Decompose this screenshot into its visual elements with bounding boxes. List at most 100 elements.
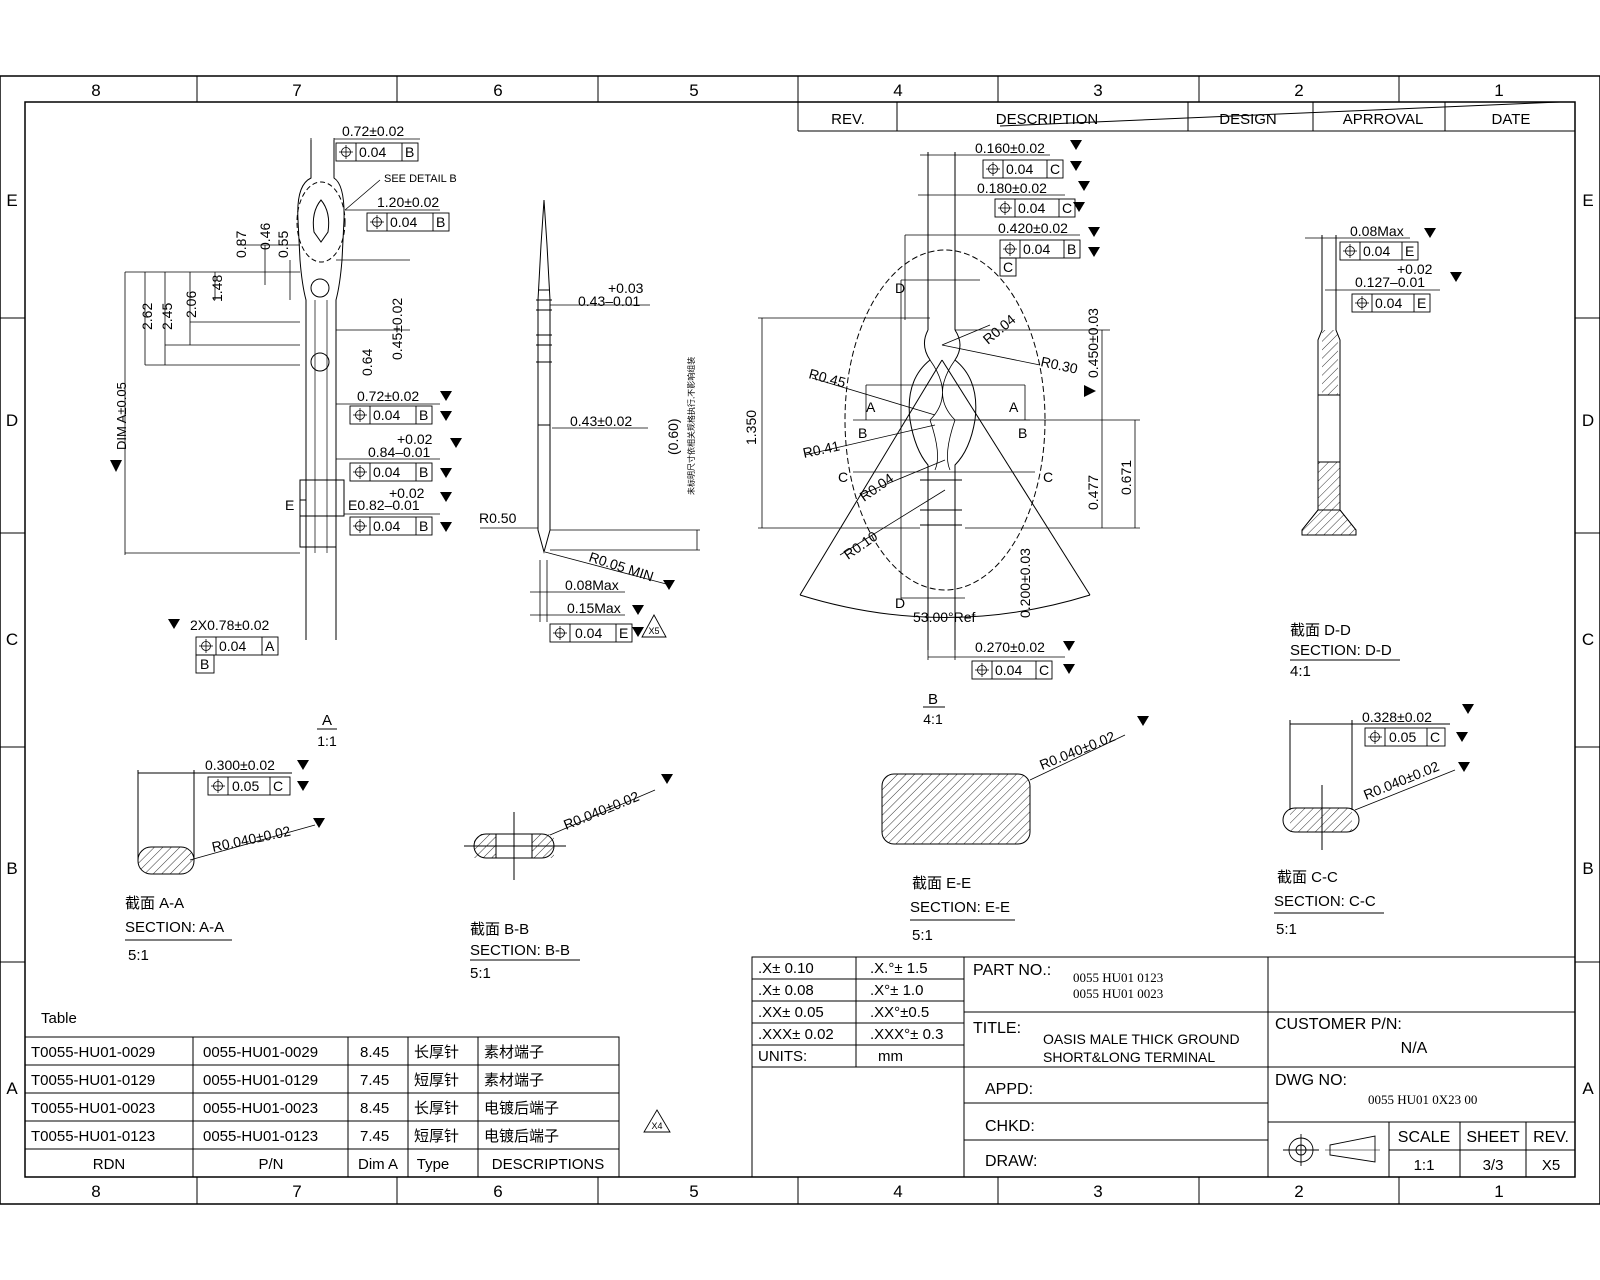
- zone-labels: 8 7 6 5 4 3 2 1 8 7 6 5 4 3 2 1 E D C B …: [6, 81, 1594, 1201]
- tolerance-angular: .X.°± 1.5: [870, 960, 928, 977]
- fcf-datum: C: [1062, 200, 1072, 216]
- zone-col-top: 3: [1093, 81, 1102, 100]
- position-tolerance-icon: [211, 779, 225, 793]
- position-tolerance-icon: [1355, 296, 1369, 310]
- section-scale: 5:1: [470, 965, 491, 982]
- zone-col-bottom: 6: [493, 1182, 502, 1201]
- position-tolerance-icon: [1368, 730, 1382, 744]
- dim-label: 2.45: [159, 303, 175, 330]
- fcf-tolerance: 0.04: [1363, 243, 1390, 259]
- fcf-tolerance: 0.04: [373, 464, 400, 480]
- tolerance-linear: .X± 0.10: [758, 960, 814, 977]
- tolerance-angular: .X°± 1.0: [870, 982, 923, 999]
- section-cn-label: 截面 B-B: [470, 921, 529, 938]
- position-tolerance-icon: [553, 626, 567, 640]
- dim-label: R0.040±0.02: [561, 788, 641, 833]
- section-mark: B: [858, 425, 867, 441]
- table-cell: T0055-HU01-0023: [31, 1100, 155, 1117]
- zone-col-bottom: 2: [1294, 1182, 1303, 1201]
- fcf-tolerance: 0.05: [232, 778, 259, 794]
- fcf-tolerance: 0.04: [1023, 241, 1050, 257]
- zone-row-left: A: [6, 1079, 18, 1098]
- dim-label: 0.420±0.02: [998, 220, 1068, 236]
- rev-value: X5: [1542, 1157, 1560, 1174]
- section-scale: 5:1: [1276, 921, 1297, 938]
- table-cell: 8.45: [360, 1044, 389, 1061]
- dim-label: 0.328±0.02: [1362, 709, 1432, 725]
- table-cell: 0055-HU01-0129: [203, 1072, 318, 1089]
- section-cn-label: 截面 A-A: [125, 895, 184, 912]
- tolerance-angular: .XX°±0.5: [870, 1004, 929, 1021]
- dim-label: R0.04: [857, 470, 897, 505]
- fcf-tolerance: 0.05: [1389, 729, 1416, 745]
- position-tolerance-icon: [353, 408, 367, 422]
- design-header: DESIGN: [1219, 111, 1277, 128]
- section-mark: C: [838, 469, 848, 485]
- zone-col-top: 6: [493, 81, 502, 100]
- dim-label: 1.48: [209, 275, 225, 302]
- fcf-datum: C: [1430, 729, 1440, 745]
- table-cell: 电镀后端子: [484, 1128, 559, 1145]
- table-cell: 电镀后端子: [484, 1100, 559, 1117]
- view-scale: 4:1: [923, 711, 943, 727]
- zone-row-left: B: [6, 859, 17, 878]
- fcf-datum: B: [419, 464, 428, 480]
- zone-row-left: E: [6, 191, 17, 210]
- table-cell: 0055-HU01-0023: [203, 1100, 318, 1117]
- title-label: TITLE:: [973, 1020, 1021, 1037]
- zone-col-bottom: 5: [689, 1182, 698, 1201]
- dim-label: 0.477: [1085, 475, 1101, 510]
- fcf-datum: C: [1003, 259, 1013, 275]
- dim-label: 1.20±0.02: [377, 194, 439, 210]
- zone-col-top: 4: [893, 81, 902, 100]
- section-aa-view: 0.300±0.02 0.05 C R0.040±0.02 截面 A-A SEC…: [125, 757, 325, 964]
- table-cell: 长厚针: [414, 1100, 459, 1117]
- section-scale: 5:1: [912, 927, 933, 944]
- zone-row-left: C: [6, 630, 18, 649]
- revision-block: REV. DESCRIPTION DESIGN APRROVAL DATE: [797, 101, 1575, 132]
- rev-marker: X5: [648, 626, 659, 636]
- zone-row-left: D: [6, 411, 18, 430]
- dim-label: 0.45±0.02: [389, 298, 405, 360]
- section-cn-label: 截面 E-E: [912, 875, 971, 892]
- view-scale: 1:1: [317, 733, 337, 749]
- dim-label: E0.82–0.01: [348, 497, 420, 513]
- dim-label: 2X0.78±0.02: [190, 617, 270, 633]
- section-title: SECTION: E-E: [910, 899, 1010, 916]
- dim-label: 0.15Max: [567, 600, 621, 616]
- position-tolerance-icon: [339, 145, 353, 159]
- dim-label: 0.84–0.01: [368, 444, 430, 460]
- description-header: DESCRIPTION: [996, 111, 1099, 128]
- dim-label: R0.30: [1039, 353, 1079, 376]
- zone-col-bottom: 4: [893, 1182, 902, 1201]
- fcf-datum: B: [405, 144, 414, 160]
- table-cell: 短厚针: [414, 1128, 459, 1145]
- dim-label: 0.55: [275, 231, 291, 258]
- fcf-datum: B: [200, 656, 209, 672]
- appd-label: APPD:: [985, 1081, 1033, 1098]
- dim-label: R0.41: [801, 437, 841, 460]
- fcf-tolerance: 0.04: [373, 518, 400, 534]
- rev-header: REV.: [831, 111, 865, 128]
- section-bb-view: R0.040±0.02 截面 B-B SECTION: B-B 5:1: [464, 774, 673, 982]
- position-tolerance-icon: [353, 465, 367, 479]
- rev-label: REV.: [1533, 1129, 1569, 1146]
- dim-label: R0.45: [807, 365, 847, 390]
- fcf-datum: C: [1039, 662, 1049, 678]
- detail-b-view: 0.160±0.02 0.04 C 0.180±0.02 0.04 C 0.42…: [743, 140, 1140, 727]
- draw-label: DRAW:: [985, 1153, 1037, 1170]
- table-header: RDN: [93, 1156, 126, 1173]
- part-no-label: PART NO.:: [973, 962, 1051, 979]
- dim-label: 0.180±0.02: [977, 180, 1047, 196]
- dim-label: (0.60): [665, 418, 681, 455]
- title-line: SHORT&LONG TERMINAL: [1043, 1049, 1215, 1065]
- zone-row-right: E: [1582, 191, 1593, 210]
- dim-label: +0.03: [608, 280, 644, 296]
- fcf-tolerance: 0.04: [995, 662, 1022, 678]
- table-header: Type: [417, 1156, 450, 1173]
- dim-label: DIM A±0.05: [114, 382, 129, 450]
- dim-label: R0.10: [841, 528, 881, 563]
- table-title: Table: [41, 1010, 77, 1027]
- customer-pn-label: CUSTOMER P/N:: [1275, 1016, 1402, 1033]
- fcf-datum: B: [419, 518, 428, 534]
